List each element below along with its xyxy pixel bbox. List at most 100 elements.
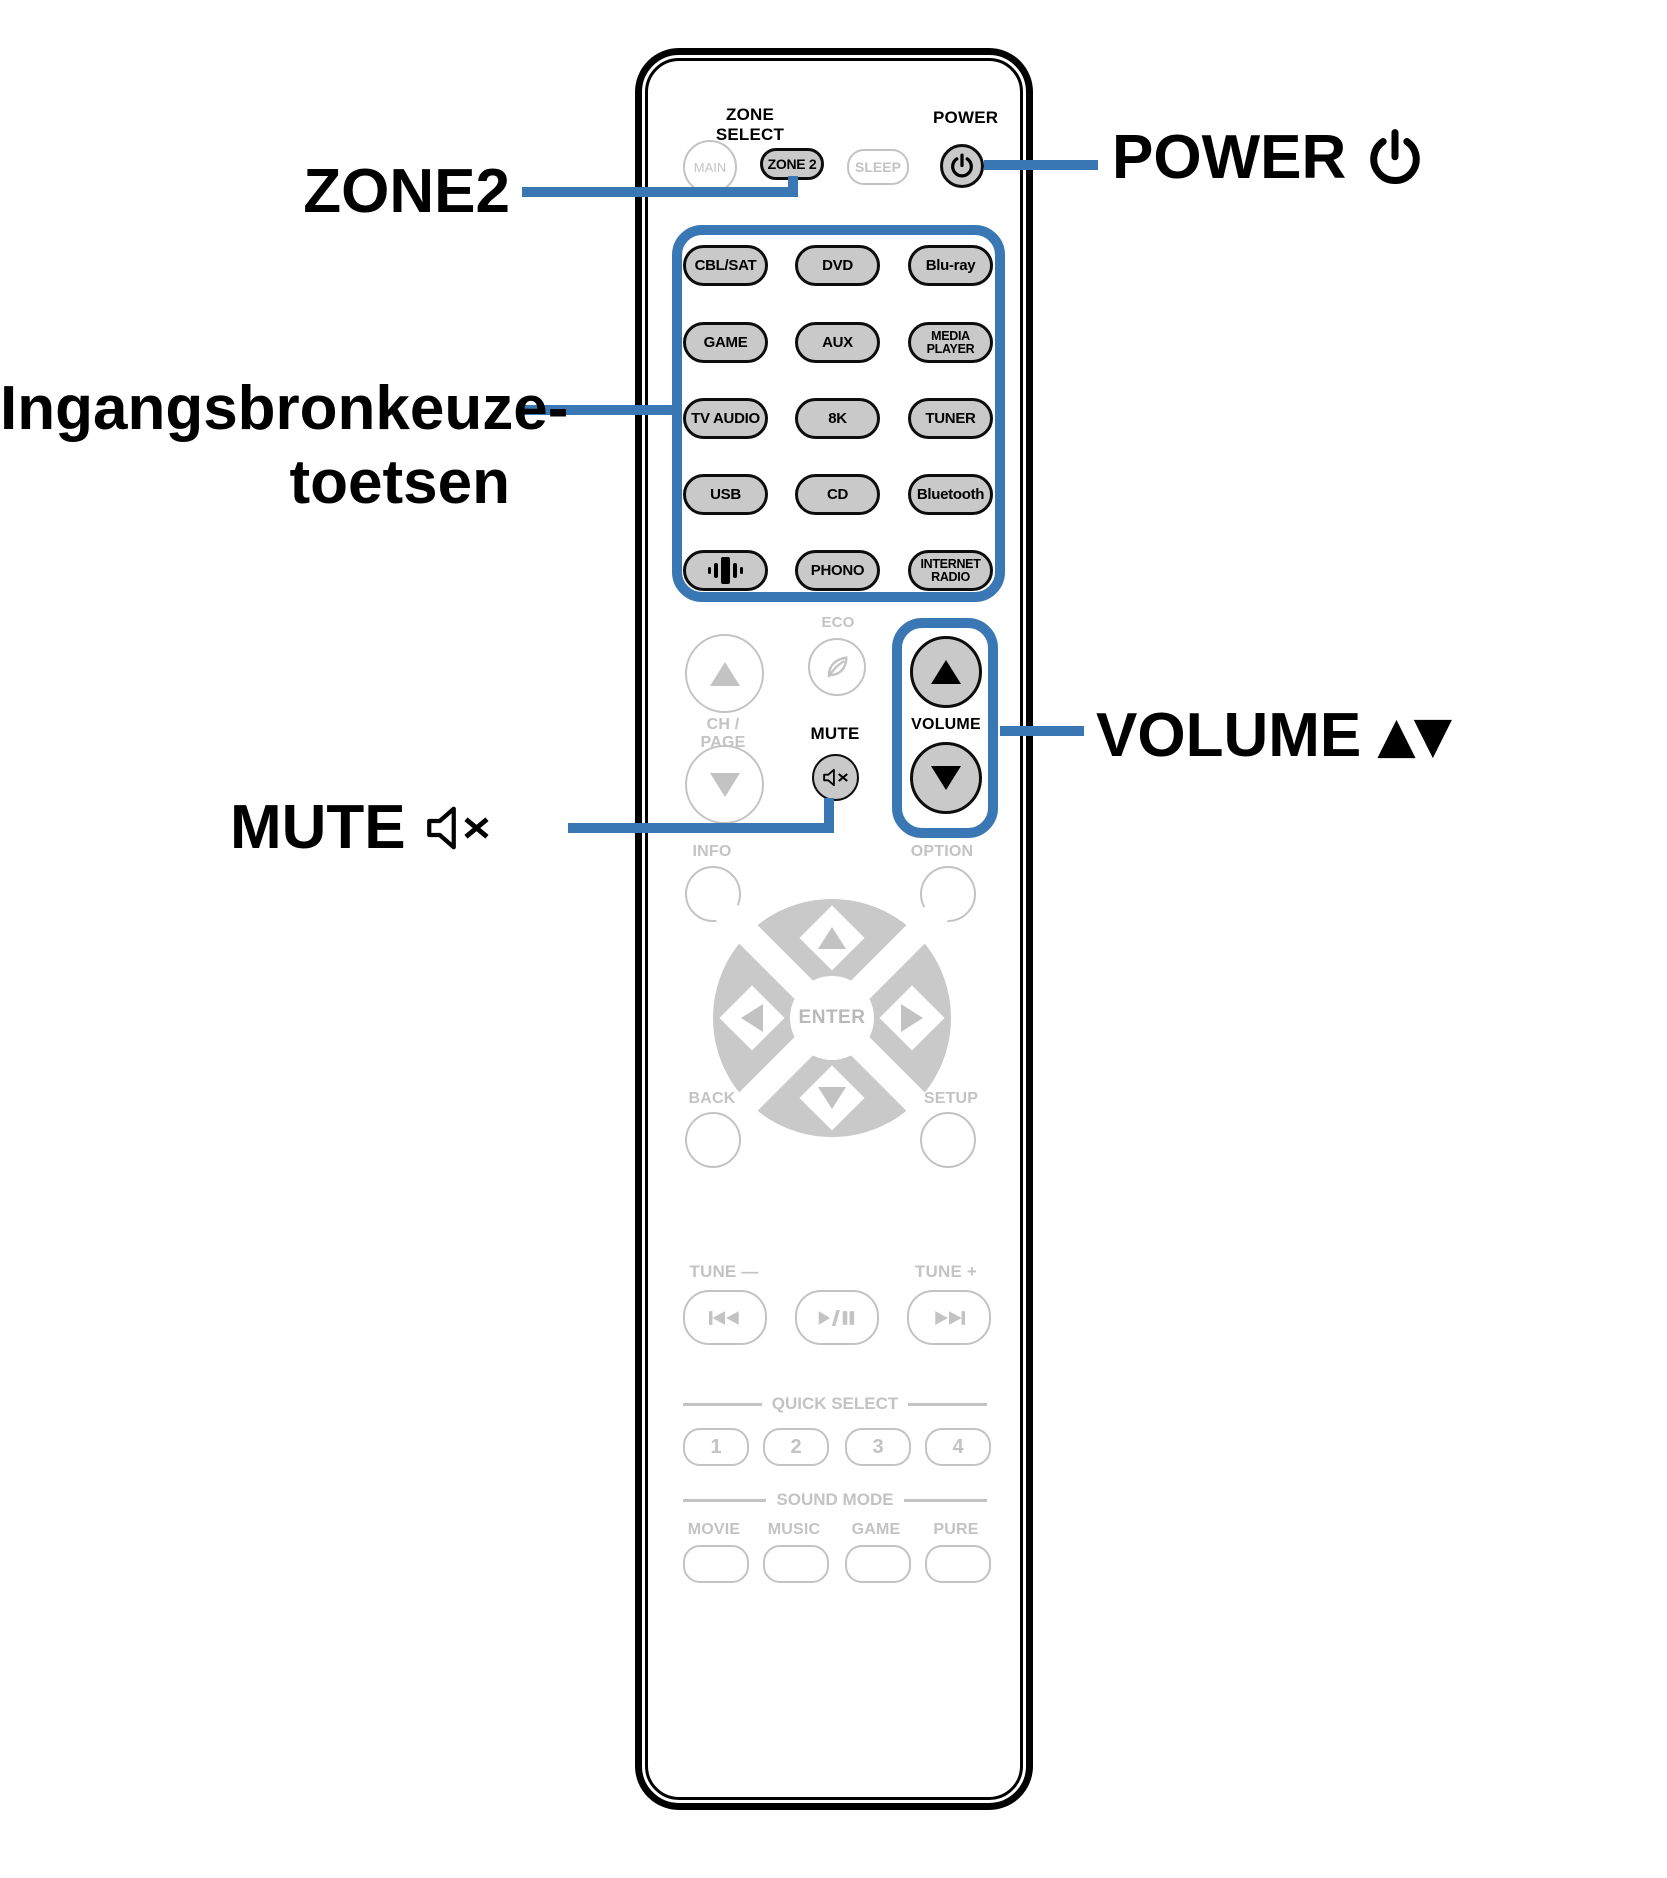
volume-down-button[interactable] bbox=[910, 742, 982, 814]
power-heading: POWER bbox=[933, 108, 999, 127]
input-source-group-highlight bbox=[672, 225, 1005, 602]
source-heos-button[interactable] bbox=[683, 550, 768, 591]
source-tuner-button[interactable]: TUNER bbox=[908, 398, 993, 439]
sound-mode-heading: SOUND MODE bbox=[683, 1490, 987, 1510]
sound-mode-pure-label: PURE bbox=[933, 1521, 979, 1538]
volume-callout-line bbox=[1000, 726, 1084, 736]
option-label: OPTION bbox=[910, 843, 974, 860]
remote-inner-outline bbox=[645, 58, 1023, 1800]
heos-icon bbox=[708, 557, 743, 584]
skip-back-icon bbox=[709, 1310, 739, 1325]
cursor-left-button[interactable] bbox=[741, 1004, 763, 1032]
skip-forward-button[interactable] bbox=[907, 1290, 991, 1345]
quick-select-heading: QUICK SELECT bbox=[683, 1394, 987, 1414]
divider bbox=[903, 1498, 987, 1502]
power-button[interactable] bbox=[940, 144, 984, 188]
source-tv-audio-button[interactable]: TV AUDIO bbox=[683, 398, 768, 439]
cursor-down-button[interactable] bbox=[818, 1087, 846, 1109]
zone2-callout-label: ZONE2 bbox=[303, 157, 510, 226]
remote-outer-outline bbox=[635, 48, 1033, 1810]
power-icon bbox=[1370, 128, 1420, 184]
quick-select-4-button[interactable]: 4 bbox=[925, 1428, 991, 1466]
cursor-up-button[interactable] bbox=[818, 927, 846, 949]
mute-callout-line bbox=[568, 823, 834, 833]
source-8k-button[interactable]: 8K bbox=[795, 398, 880, 439]
source-game-button[interactable]: GAME bbox=[683, 322, 768, 363]
mute-callout-label: MUTE bbox=[230, 792, 494, 863]
sound-mode-game-button[interactable] bbox=[845, 1545, 911, 1583]
up-arrow-icon bbox=[709, 661, 740, 686]
power-callout-label: POWER bbox=[1112, 122, 1424, 193]
source-usb-button[interactable]: USB bbox=[683, 474, 768, 515]
cursor-pad: ENTER bbox=[709, 895, 955, 1141]
quick-select-1-button[interactable]: 1 bbox=[683, 1428, 749, 1466]
mute-icon bbox=[426, 806, 489, 849]
quick-select-3-button[interactable]: 3 bbox=[845, 1428, 911, 1466]
volume-callout-text: VOLUME bbox=[1096, 701, 1362, 770]
play-pause-button[interactable] bbox=[795, 1290, 879, 1345]
setup-button[interactable] bbox=[920, 1112, 976, 1168]
mute-button-label: MUTE bbox=[810, 724, 860, 743]
mute-button[interactable] bbox=[812, 754, 859, 801]
input-source-callout-line1: Ingangsbronkeuze- bbox=[0, 374, 569, 443]
skip-back-button[interactable] bbox=[683, 1290, 767, 1345]
down-arrow-icon bbox=[709, 772, 740, 797]
zone-select-heading: ZONE SELECT bbox=[715, 105, 785, 144]
input-source-callout-label: Ingangsbronkeuze- toetsen bbox=[0, 372, 569, 520]
skip-forward-icon bbox=[935, 1310, 965, 1325]
zone2-callout-line bbox=[522, 187, 798, 197]
power-callout-line bbox=[984, 160, 1098, 170]
power-callout-text: POWER bbox=[1112, 123, 1347, 192]
mute-icon bbox=[822, 768, 848, 787]
cursor-right-button[interactable] bbox=[901, 1004, 923, 1032]
eco-button[interactable] bbox=[808, 638, 866, 696]
ch-page-up-button[interactable] bbox=[685, 634, 764, 713]
volume-group-highlight bbox=[892, 618, 998, 838]
back-label: BACK bbox=[688, 1090, 736, 1107]
tune-up-label: TUNE + bbox=[914, 1262, 978, 1281]
up-arrow-icon bbox=[931, 660, 961, 684]
sound-mode-movie-label: MOVIE bbox=[687, 1521, 741, 1538]
divider bbox=[683, 1402, 762, 1406]
power-icon bbox=[951, 153, 973, 178]
divider bbox=[908, 1402, 987, 1406]
mute-callout-text: MUTE bbox=[230, 793, 406, 862]
source-cd-button[interactable]: CD bbox=[795, 474, 880, 515]
source-cbl-sat-button[interactable]: CBL/SAT bbox=[683, 245, 768, 286]
sleep-button[interactable]: SLEEP bbox=[847, 149, 909, 185]
source-phono-button[interactable]: PHONO bbox=[795, 550, 880, 591]
play-pause-icon bbox=[818, 1309, 855, 1326]
divider bbox=[683, 1498, 767, 1502]
mute-callout-line bbox=[824, 798, 834, 833]
source-dvd-button[interactable]: DVD bbox=[795, 245, 880, 286]
info-label: INFO bbox=[692, 843, 732, 860]
sound-mode-music-label: MUSIC bbox=[767, 1521, 821, 1538]
sound-mode-pure-button[interactable] bbox=[925, 1545, 991, 1583]
quick-select-2-button[interactable]: 2 bbox=[763, 1428, 829, 1466]
remote-control: ZONE SELECT MAIN ZONE 2 SLEEP POWER CBL/… bbox=[635, 48, 1033, 1810]
volume-callout-label: VOLUME ▲▼ bbox=[1096, 700, 1452, 771]
sound-mode-heading-text: SOUND MODE bbox=[776, 1490, 894, 1509]
down-arrow-icon bbox=[931, 766, 961, 790]
eco-leaf-icon bbox=[827, 656, 848, 678]
back-button[interactable] bbox=[685, 1112, 741, 1168]
quick-select-heading-text: QUICK SELECT bbox=[771, 1394, 899, 1413]
sound-mode-music-button[interactable] bbox=[763, 1545, 829, 1583]
input-source-callout-line bbox=[520, 405, 682, 415]
volume-up-button[interactable] bbox=[910, 636, 982, 708]
main-button[interactable]: MAIN bbox=[683, 140, 737, 194]
sound-mode-game-label: GAME bbox=[851, 1521, 901, 1538]
source-bluetooth-button[interactable]: Bluetooth bbox=[908, 474, 993, 515]
eco-label: ECO bbox=[821, 614, 855, 631]
source-aux-button[interactable]: AUX bbox=[795, 322, 880, 363]
volume-button-label: VOLUME bbox=[911, 716, 981, 733]
tune-down-label: TUNE — bbox=[689, 1262, 759, 1281]
zone2-callout-line bbox=[788, 176, 798, 197]
ch-page-down-button[interactable] bbox=[685, 745, 764, 824]
setup-label: SETUP bbox=[923, 1090, 979, 1107]
enter-button[interactable]: ENTER bbox=[790, 976, 874, 1060]
source-media-player-button[interactable]: MEDIA PLAYER bbox=[908, 322, 993, 363]
sound-mode-movie-button[interactable] bbox=[683, 1545, 749, 1583]
input-source-callout-line2: toetsen bbox=[289, 448, 510, 517]
